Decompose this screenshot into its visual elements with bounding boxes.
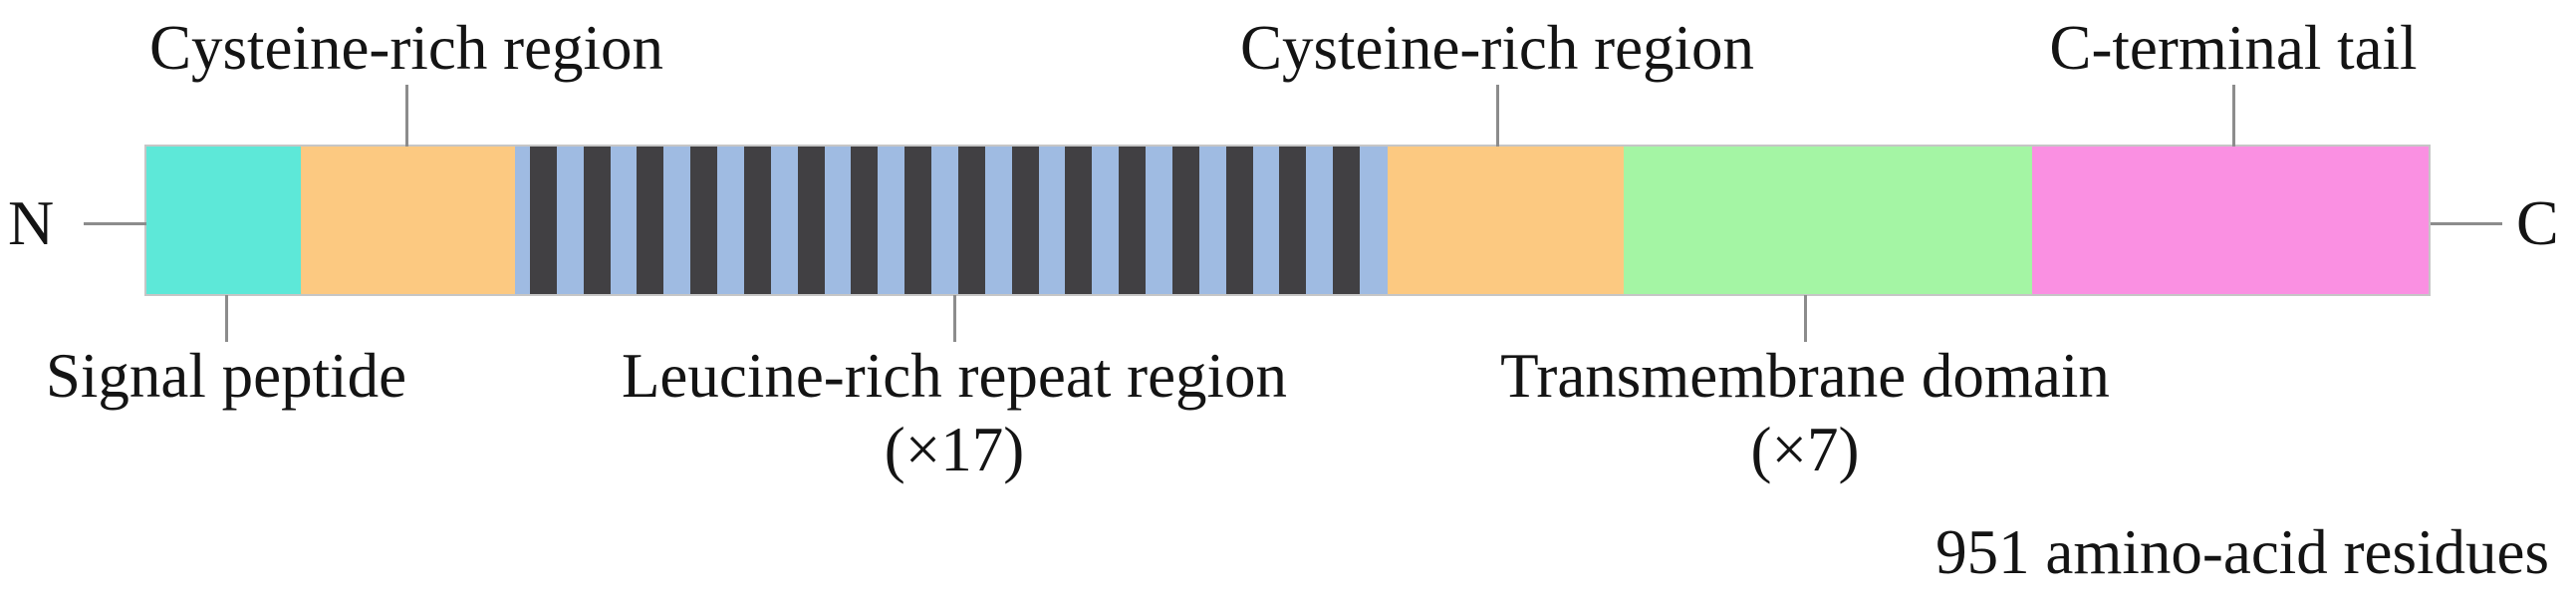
c-terminus-connector-line	[2431, 222, 2502, 225]
segment-leucine-rich-repeat	[515, 147, 1388, 294]
repeat-stripe	[958, 147, 985, 294]
repeat-stripe	[851, 147, 878, 294]
repeat-stripe	[1119, 147, 1146, 294]
label-signal-peptide: Signal peptide	[0, 340, 724, 414]
label-text: Signal peptide	[45, 341, 407, 411]
leader-line-cysteine-rich-2	[1496, 85, 1499, 147]
leader-line-leucine-rich-repeat	[953, 295, 956, 342]
repeat-stripe	[1172, 147, 1199, 294]
total-residues-label: 951 amino-acid residues	[1935, 517, 2549, 587]
repeat-stripe	[690, 147, 717, 294]
label-text: Cysteine-rich region	[1239, 13, 1755, 83]
label-leucine-rich-repeat: Leucine-rich repeat region(×17)	[456, 340, 1452, 486]
label-transmembrane: Transmembrane domain(×7)	[1307, 340, 2303, 486]
leader-line-transmembrane	[1804, 295, 1807, 342]
repeat-stripe	[530, 147, 557, 294]
repeat-stripe	[1333, 147, 1360, 294]
repeat-stripe	[1065, 147, 1092, 294]
n-terminus-label: N	[8, 187, 55, 258]
repeat-stripe	[744, 147, 771, 294]
label-text: Transmembrane domain	[1500, 341, 2110, 411]
leader-line-signal-peptide	[225, 295, 228, 342]
segment-signal-peptide	[146, 147, 301, 294]
label-repeat-count: (×17)	[884, 414, 1025, 484]
leader-line-cysteine-rich-1	[405, 85, 408, 147]
segment-cysteine-rich-1	[301, 147, 515, 294]
label-repeat-count: (×7)	[1750, 414, 1860, 484]
repeat-stripe	[584, 147, 611, 294]
leader-line-c-terminal-tail	[2232, 85, 2235, 147]
label-text: Leucine-rich repeat region	[621, 341, 1288, 411]
segment-cysteine-rich-2	[1388, 147, 1624, 294]
repeat-stripe	[637, 147, 663, 294]
repeat-stripe	[904, 147, 931, 294]
label-cysteine-rich-2: Cysteine-rich region	[999, 12, 1995, 86]
repeat-stripe	[1012, 147, 1039, 294]
segment-transmembrane	[1624, 147, 2032, 294]
label-c-terminal-tail: C-terminal tail	[1735, 12, 2576, 86]
repeat-stripe	[1279, 147, 1306, 294]
repeat-stripe	[798, 147, 825, 294]
c-terminus-label: C	[2516, 187, 2559, 258]
label-text: Cysteine-rich region	[148, 13, 664, 83]
protein-bar	[144, 145, 2431, 296]
repeat-stripe	[1226, 147, 1253, 294]
n-terminus-connector-line	[84, 222, 146, 225]
label-cysteine-rich-1: Cysteine-rich region	[0, 12, 904, 86]
segment-c-terminal-tail	[2032, 147, 2429, 294]
label-text: C-terminal tail	[2049, 13, 2418, 83]
